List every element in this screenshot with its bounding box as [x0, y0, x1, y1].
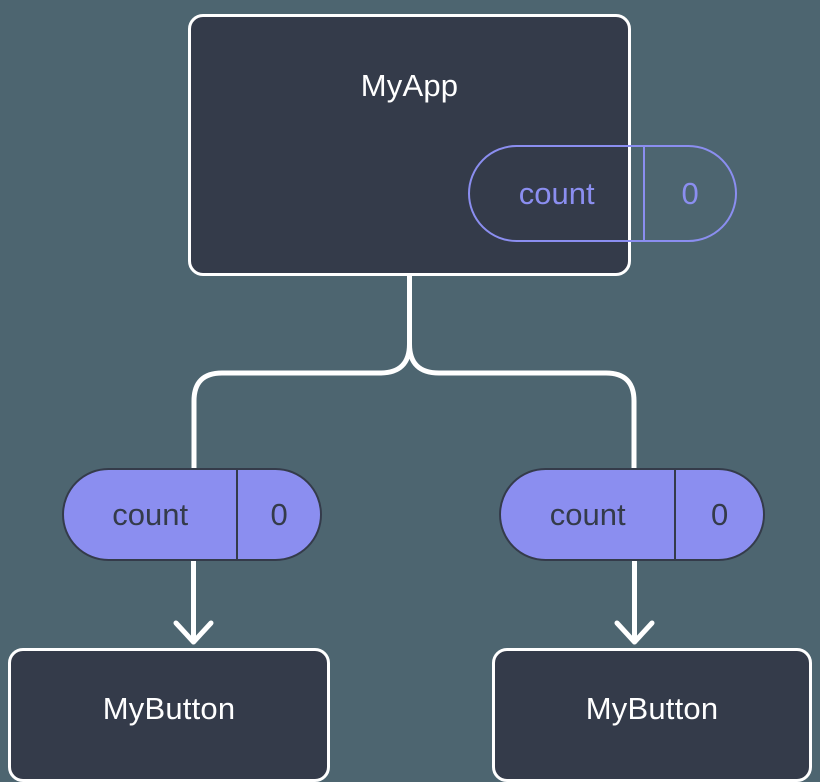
- prop-arrowhead-left: [173, 620, 214, 645]
- prop-arrowhead-right: [614, 620, 655, 645]
- prop-pill-key-right: count: [549, 496, 626, 532]
- state-pill-count[interactable]: count 0: [468, 145, 737, 242]
- prop-pill-value-left: 0: [236, 470, 320, 559]
- component-label-mybutton-right: MyButton: [585, 691, 719, 726]
- component-label-mybutton-left: MyButton: [102, 691, 236, 726]
- component-node-mybutton-left[interactable]: MyButton: [8, 648, 330, 782]
- component-label-myapp: MyApp: [360, 68, 459, 103]
- fork-connector-line: [191, 273, 412, 473]
- fork-connector-line-right: [407, 273, 637, 473]
- component-node-myapp[interactable]: MyApp count 0: [188, 14, 737, 276]
- prop-pill-key-left: count: [112, 496, 189, 532]
- prop-pill-value-right: 0: [674, 470, 763, 559]
- prop-pill-count-right[interactable]: count 0: [499, 468, 765, 561]
- state-pill-key: count: [518, 175, 595, 211]
- prop-pill-count-left[interactable]: count 0: [62, 468, 322, 561]
- state-pill-value: 0: [643, 147, 735, 240]
- component-node-mybutton-right[interactable]: MyButton: [492, 648, 812, 782]
